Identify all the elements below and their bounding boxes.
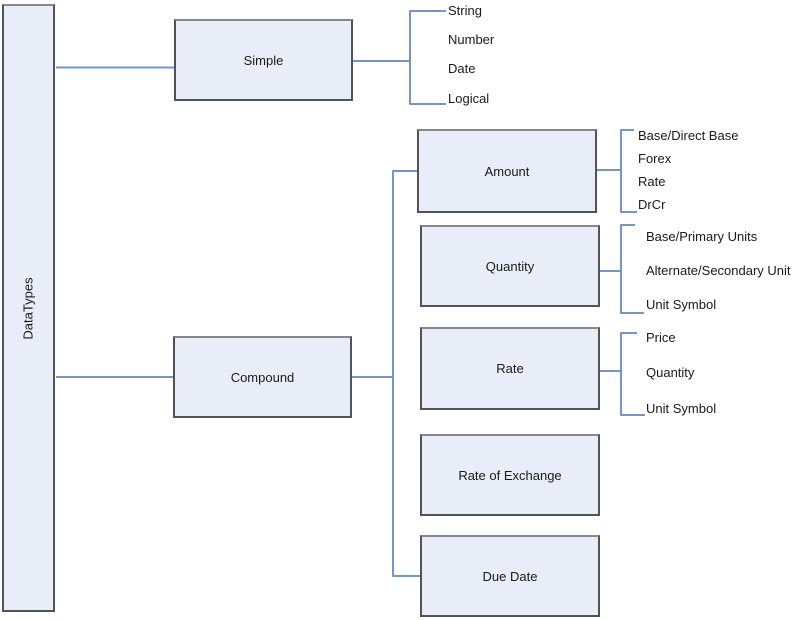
- leaf-base-primary-units: Base/Primary Units: [646, 229, 758, 244]
- node-simple: Simple: [174, 19, 353, 101]
- node-amount-label: Amount: [484, 163, 530, 179]
- leaf-rate-quantity: Quantity: [646, 365, 695, 380]
- node-quantity: Quantity: [420, 225, 600, 307]
- leaf-drcr: DrCr: [638, 197, 666, 212]
- node-compound: Compound: [173, 336, 352, 418]
- leaf-number: Number: [448, 32, 495, 47]
- node-rate-of-exchange-label: Rate of Exchange: [458, 467, 562, 483]
- connector-quantity-bracket: [620, 224, 644, 314]
- node-quantity-label: Quantity: [485, 258, 535, 274]
- leaf-price: Price: [646, 330, 676, 345]
- connector-amount-bracket: [620, 129, 637, 213]
- node-rate-of-exchange: Rate of Exchange: [420, 434, 600, 516]
- leaf-logical: Logical: [448, 91, 490, 106]
- leaf-forex: Forex: [638, 151, 672, 166]
- node-amount: Amount: [417, 129, 597, 213]
- leaf-date: Date: [448, 61, 476, 76]
- node-due-date: Due Date: [420, 535, 600, 617]
- node-rate: Rate: [420, 327, 600, 410]
- connector-compound-trunk: [392, 170, 420, 577]
- leaf-amount-rate: Rate: [638, 174, 666, 189]
- node-datatypes-label: DataTypes: [21, 276, 36, 340]
- node-simple-label: Simple: [243, 52, 284, 68]
- leaf-string: String: [448, 3, 482, 18]
- connector-rate-bracket: [620, 332, 645, 416]
- node-rate-label: Rate: [496, 361, 524, 376]
- leaf-alternate-secondary-unit: Alternate/Secondary Unit: [646, 263, 791, 278]
- leaf-quantity-unit-symbol: Unit Symbol: [646, 297, 717, 312]
- node-datatypes: DataTypes: [2, 4, 55, 612]
- leaf-base-direct-base: Base/Direct Base: [638, 128, 739, 143]
- connector-simple-bracket: [409, 10, 446, 105]
- node-compound-label: Compound: [230, 369, 295, 385]
- leaf-rate-unit-symbol: Unit Symbol: [646, 401, 717, 416]
- node-due-date-label: Due Date: [482, 568, 538, 584]
